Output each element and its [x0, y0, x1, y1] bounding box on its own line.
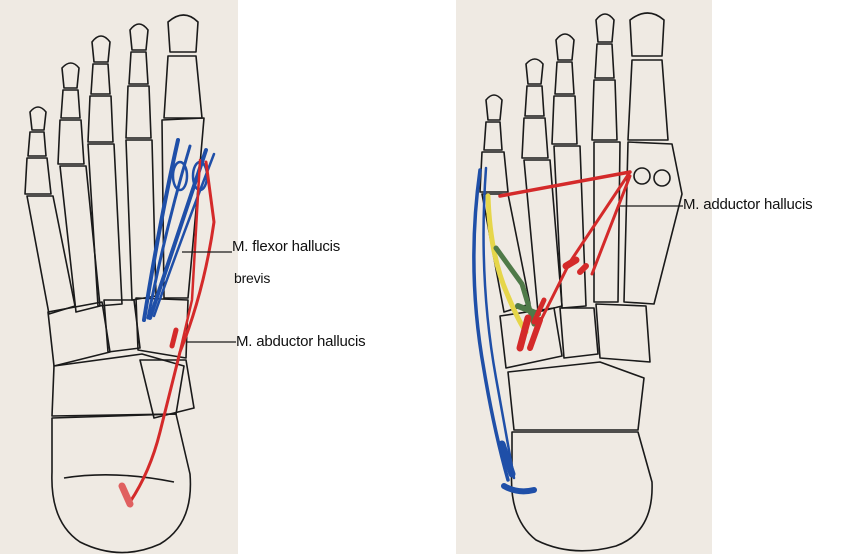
- label-flexor-hallucis-brevis-line1: M. flexor hallucis: [232, 238, 340, 255]
- label-flexor-hallucis-brevis-line2: brevis: [234, 270, 270, 286]
- label-abductor-hallucis: M. abductor hallucis: [236, 333, 365, 350]
- left-heel-line: [64, 475, 174, 482]
- right-metatarsals: [482, 142, 682, 312]
- left-tarsals: [48, 298, 194, 418]
- left-abductor-hallucis: [122, 160, 214, 504]
- left-foot-bones: [25, 15, 204, 553]
- right-toe-phalanges: [480, 13, 668, 192]
- label-adductor-hallucis: M. adductor hallucis: [683, 196, 812, 213]
